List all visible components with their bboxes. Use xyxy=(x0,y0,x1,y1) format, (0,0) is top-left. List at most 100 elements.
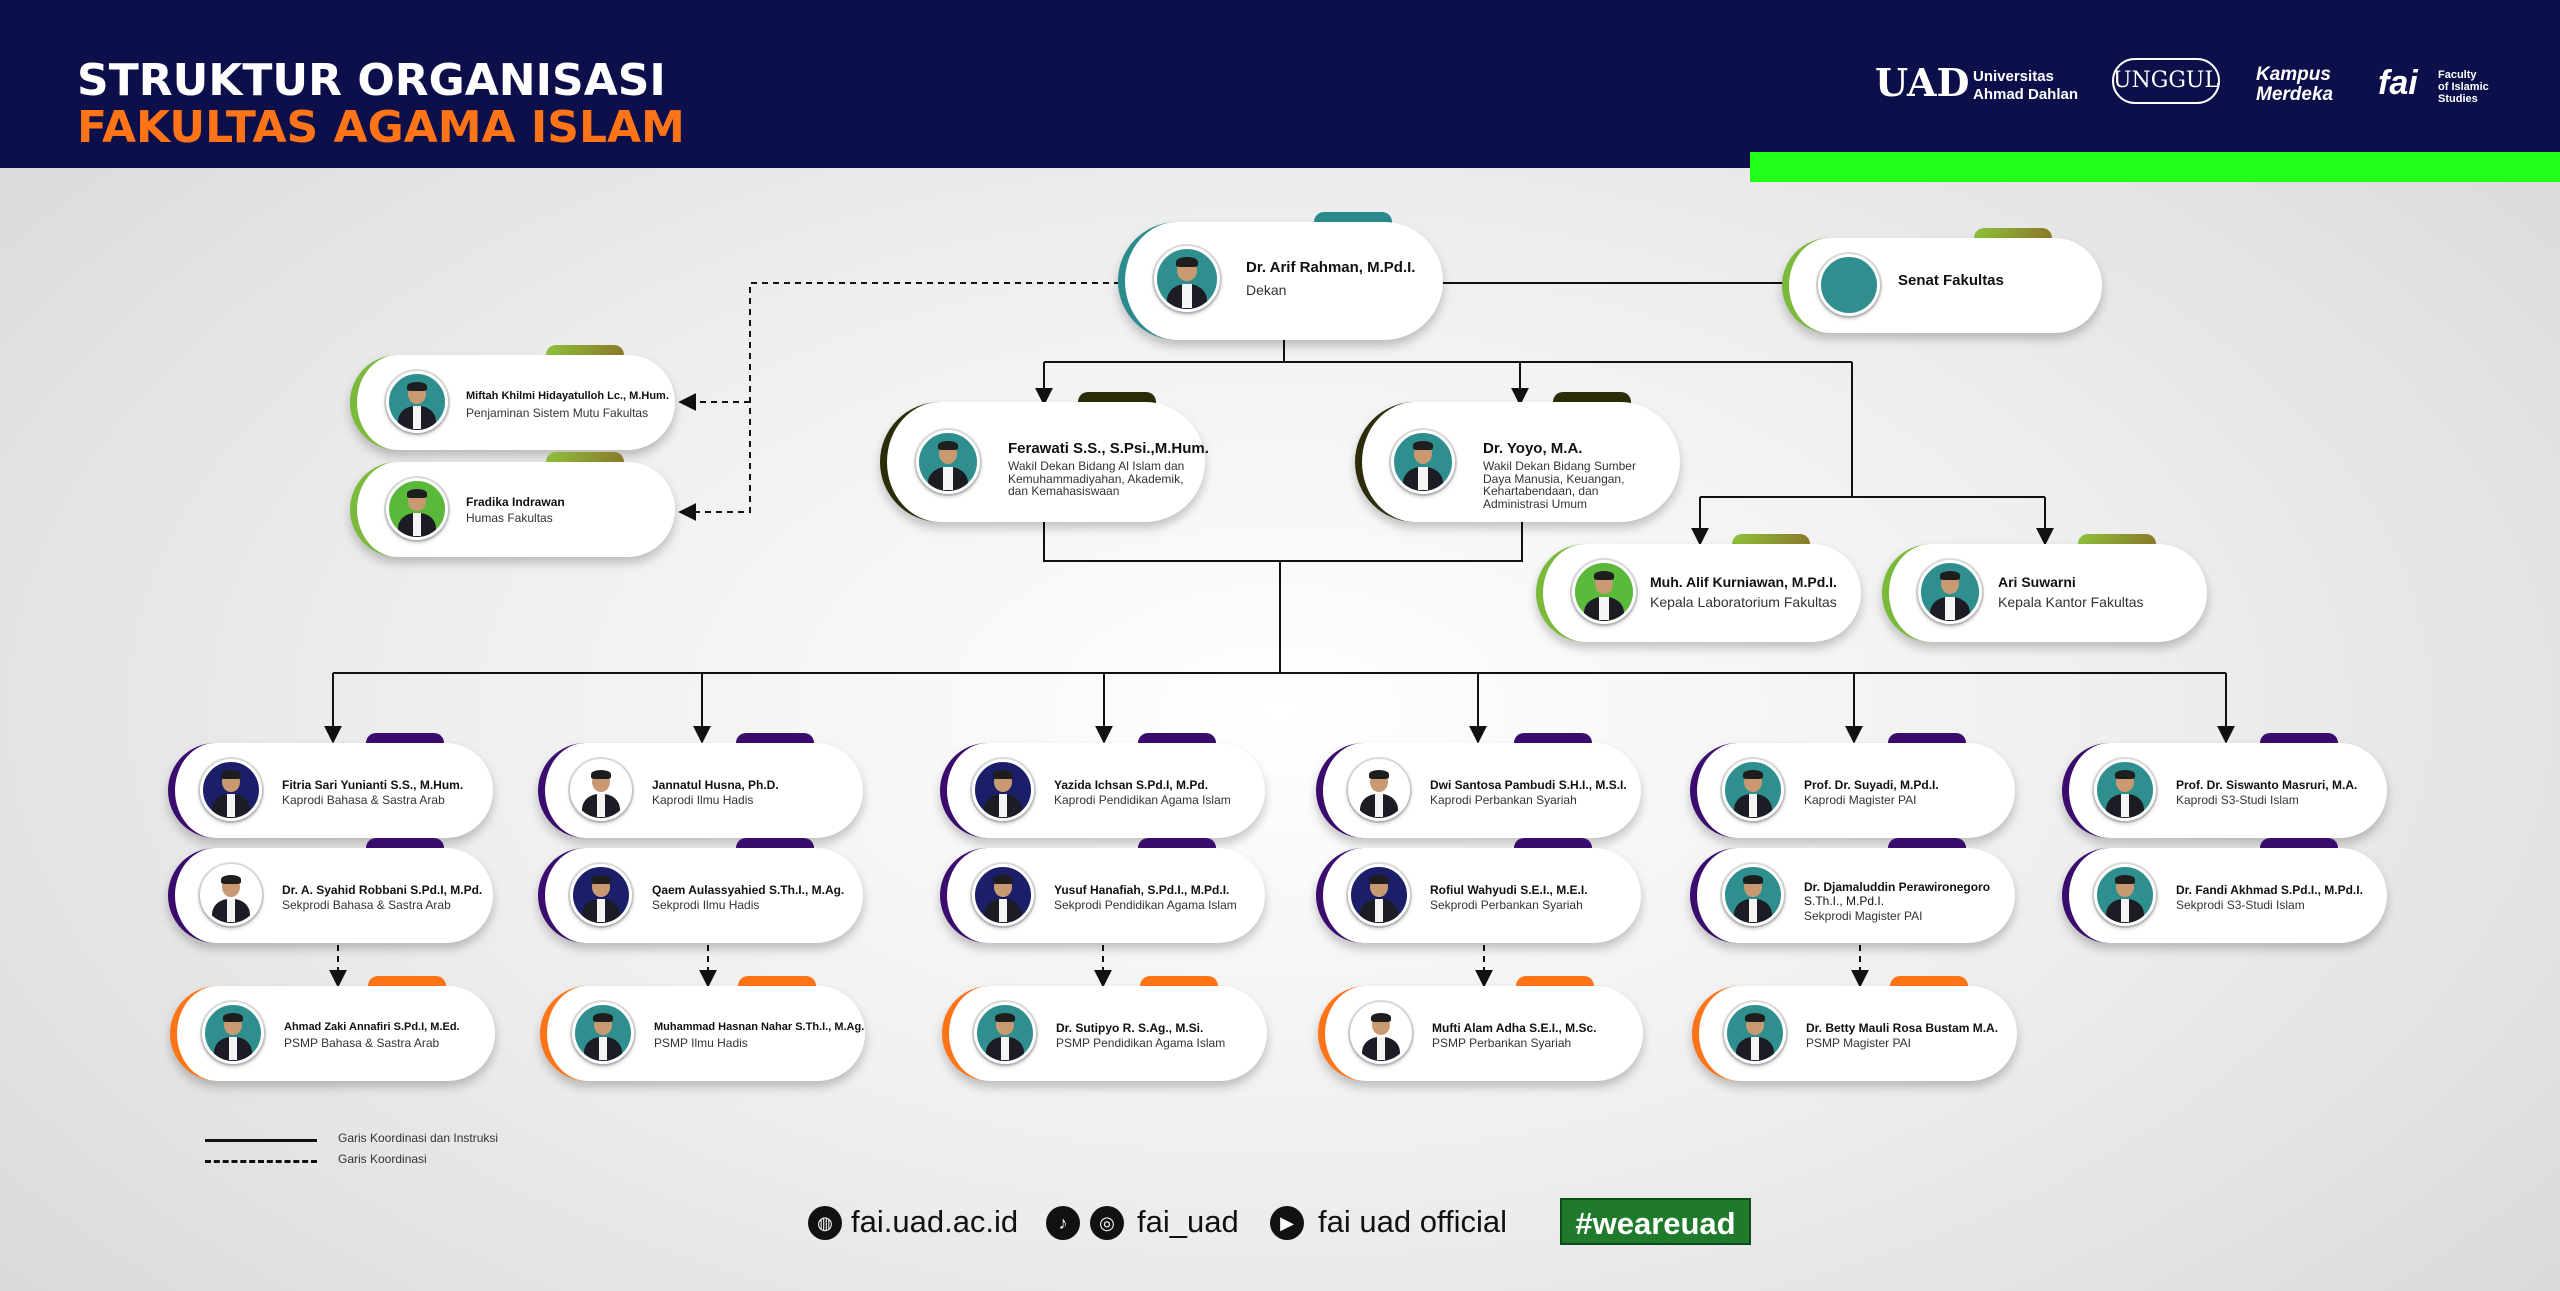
kampus-merdeka-logo: Kampus Merdeka xyxy=(2256,64,2346,110)
uad-logo-mark: UAD xyxy=(1875,60,1970,105)
penjaminan-card-name: Miftah Khilmi Hidayatulloh Lc., M.Hum. xyxy=(466,390,669,402)
sekprodi-card-2-photo-hair xyxy=(590,874,612,884)
kaprodi-card-4-photo-hair xyxy=(1368,769,1390,779)
line-wakil-bracket xyxy=(1043,522,1523,562)
sekprodi-card-4: Rofiul Wahyudi S.E.I., M.E.I.Sekprodi Pe… xyxy=(1316,838,1641,943)
humas-card-photo-hair xyxy=(406,488,428,498)
dekan-card-photo-shirt xyxy=(1182,283,1192,308)
psmp-card-5-photo xyxy=(1724,1002,1786,1064)
psmp-card-1-role: PSMP Bahasa & Sastra Arab xyxy=(284,1036,440,1050)
psmp-card-4-role: PSMP Perbankan Syariah xyxy=(1432,1036,1572,1050)
sekprodi-card-1-photo-hair xyxy=(220,874,242,884)
sekprodi-card-5-name-line2: S.Th.I., M.Pd.I. xyxy=(1804,894,1885,908)
kantor-card-photo-shirt xyxy=(1945,596,1955,620)
uad-logo: UAD Universitas Ahmad Dahlan xyxy=(1875,60,2090,110)
fai-logo-mark: fai xyxy=(2378,64,2418,102)
page-title-line1: STRUKTUR ORGANISASI xyxy=(77,55,666,106)
psmp-card-1-photo xyxy=(202,1002,264,1064)
kaprodi-card-4-role: Kaprodi Perbankan Syariah xyxy=(1430,793,1577,807)
kaprodi-card-5-photo-hair xyxy=(1742,769,1764,779)
unggul-logo-ring xyxy=(2112,58,2220,104)
psmp-card-2-photo-hair xyxy=(592,1012,614,1022)
sekprodi-card-1: Dr. A. Syahid Robbani S.Pd.I, M.Pd.Sekpr… xyxy=(168,838,493,943)
psmp-card-5-photo-hair xyxy=(1744,1012,1766,1022)
lab-card: Muh. Alif Kurniawan, M.Pd.I.Kepala Labor… xyxy=(1536,534,1861,642)
sekprodi-card-1-photo-shirt xyxy=(226,899,236,922)
kaprodi-card-5: Prof. Dr. Suyadi, M.Pd.I.Kaprodi Magiste… xyxy=(1690,733,2015,838)
penjaminan-card-role: Penjaminan Sistem Mutu Fakultas xyxy=(466,406,649,420)
penjaminan-card-photo xyxy=(386,371,448,433)
psmp-card-4-name: Mufti Alam Adha S.E.I., M.Sc. xyxy=(1432,1021,1597,1035)
sekprodi-card-6-photo-hair xyxy=(2114,874,2136,884)
psmp-card-1-photo-hair xyxy=(222,1012,244,1022)
fai-logo: fai Faculty of Islamic Studies xyxy=(2378,64,2508,105)
kaprodi-card-1-pill xyxy=(168,743,493,838)
footer-social[interactable]: fai_uad xyxy=(1137,1204,1239,1239)
sekprodi-card-2-name: Qaem Aulassyahied S.Th.I., M.Ag. xyxy=(652,883,845,897)
senat-card-photo xyxy=(1818,254,1880,316)
wd2-card-photo-hair xyxy=(1412,441,1434,451)
sekprodi-card-2-photo-shirt xyxy=(596,899,606,922)
senat-card: Senat Fakultas xyxy=(1782,228,2102,333)
kaprodi-card-2-photo-hair xyxy=(590,769,612,779)
sekprodi-card-5-name: Dr. Djamaluddin Perawironegoro xyxy=(1804,880,1991,894)
lab-card-role: Kepala Laboratorium Fakultas xyxy=(1650,594,1837,610)
wd2-card: Dr. Yoyo, M.A.Wakil Dekan Bidang Sumber … xyxy=(1355,392,1680,522)
sekprodi-card-3-role: Sekprodi Pendidikan Agama Islam xyxy=(1054,898,1237,912)
globe-icon: ◍ xyxy=(808,1206,842,1240)
kaprodi-card-1-photo-shirt xyxy=(226,794,236,817)
kaprodi-card-3-photo xyxy=(972,759,1034,821)
wd1-card-photo-hair xyxy=(937,441,959,451)
kaprodi-card-6: Prof. Dr. Siswanto Masruri, M.A.Kaprodi … xyxy=(2062,733,2387,838)
sekprodi-card-3-name: Yusuf Hanafiah, S.Pd.I., M.Pd.I. xyxy=(1054,883,1230,897)
kaprodi-card-3-photo-hair xyxy=(992,769,1014,779)
kaprodi-card-4: Dwi Santosa Pambudi S.H.I., M.S.I.Kaprod… xyxy=(1316,733,1641,838)
kaprodi-card-1: Fitria Sari Yunianti S.S., M.Hum.Kaprodi… xyxy=(168,733,493,838)
kantor-card-name: Ari Suwarni xyxy=(1998,574,2076,590)
kantor-card-role: Kepala Kantor Fakultas xyxy=(1998,594,2144,610)
psmp-card-4-photo-hair xyxy=(1370,1012,1392,1022)
wd2-card-photo xyxy=(1391,430,1455,494)
legend-dashed-line xyxy=(205,1160,317,1163)
sekprodi-card-1-name: Dr. A. Syahid Robbani S.Pd.I, M.Pd. xyxy=(282,883,483,897)
sekprodi-card-3-photo xyxy=(972,864,1034,926)
wd1-card-role: Wakil Dekan Bidang Al Islam dan Kemuhamm… xyxy=(1008,459,1185,499)
sekprodi-card-6-photo-shirt xyxy=(2120,899,2130,922)
wd1-card-photo xyxy=(916,430,980,494)
psmp-card-5: Dr. Betty Mauli Rosa Bustam M.A.PSMP Mag… xyxy=(1692,976,2017,1081)
psmp-card-2-role: PSMP Ilmu Hadis xyxy=(654,1036,748,1050)
lab-card-photo-shirt xyxy=(1599,596,1609,620)
kaprodi-card-3-role: Kaprodi Pendidikan Agama Islam xyxy=(1054,793,1231,807)
sekprodi-card-4-photo-hair xyxy=(1368,874,1390,884)
fai-logo-line2: of Islamic xyxy=(2438,81,2489,93)
psmp-card-3-photo-shirt xyxy=(1000,1037,1010,1060)
psmp-card-2-photo xyxy=(572,1002,634,1064)
instagram-icon: ◎ xyxy=(1090,1206,1124,1240)
footer-youtube[interactable]: fai uad official xyxy=(1318,1204,1507,1239)
senat-card-name: Senat Fakultas xyxy=(1898,272,2004,289)
kaprodi-card-3: Yazida Ichsan S.Pd.I, M.Pd.Kaprodi Pendi… xyxy=(940,733,1265,838)
sekprodi-card-3-photo-shirt xyxy=(998,899,1008,922)
footer: ◍ fai.uad.ac.id ♪ ◎ fai_uad ▶ fai uad of… xyxy=(0,1198,2560,1248)
humas-card-role: Humas Fakultas xyxy=(466,511,553,525)
psmp-card-4: Mufti Alam Adha S.E.I., M.Sc.PSMP Perban… xyxy=(1318,976,1643,1081)
youtube-icon: ▶ xyxy=(1270,1206,1304,1240)
sekprodi-card-5-photo-shirt xyxy=(1748,899,1758,922)
header-banner: STRUKTUR ORGANISASI FAKULTAS AGAMA ISLAM… xyxy=(0,0,2560,168)
footer-website[interactable]: fai.uad.ac.id xyxy=(851,1204,1019,1239)
kampus-logo-line2: Merdeka xyxy=(2256,84,2334,105)
wd2-card-name: Dr. Yoyo, M.A. xyxy=(1483,440,1583,457)
dekan-card-role: Dekan xyxy=(1246,282,1287,298)
wd1-card: Ferawati S.S., S.Psi.,M.Hum.Wakil Dekan … xyxy=(880,392,1209,522)
kaprodi-card-5-photo xyxy=(1722,759,1784,821)
sekprodi-card-5-photo xyxy=(1722,864,1784,926)
dekan-card-name: Dr. Arif Rahman, M.Pd.I. xyxy=(1246,259,1416,276)
legend-solid-label: Garis Koordinasi dan Instruksi xyxy=(338,1131,499,1145)
kaprodi-card-4-name: Dwi Santosa Pambudi S.H.I., M.S.I. xyxy=(1430,778,1627,792)
sekprodi-card-1-role: Sekprodi Bahasa & Sastra Arab xyxy=(282,898,451,912)
fai-logo-line3: Studies xyxy=(2438,93,2478,105)
kaprodi-card-1-photo-hair xyxy=(220,769,242,779)
page-title-line2: FAKULTAS AGAMA ISLAM xyxy=(77,102,685,153)
sekprodi-card-1-photo xyxy=(200,864,262,926)
